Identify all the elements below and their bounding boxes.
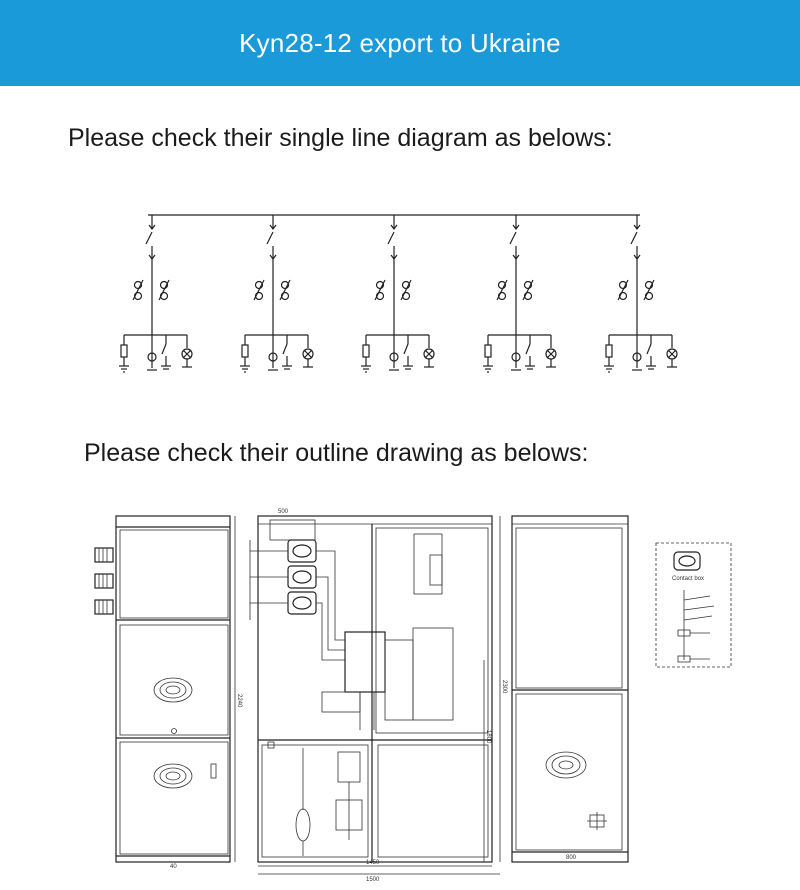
dim-bottom-inner: 1450: [366, 860, 380, 866]
ct-right-5: [643, 279, 655, 301]
front-view: 2240 40: [94, 515, 242, 870]
bushing-1: [94, 547, 114, 563]
feeder-4: [483, 215, 557, 373]
ct-left-4: [496, 279, 508, 301]
vent-grille-lower: [153, 763, 193, 789]
title-banner: Kyn28-12 export to Ukraine: [0, 0, 800, 86]
ct-left-3: [374, 279, 386, 301]
bushing-2: [94, 573, 114, 589]
ct-left-1: [132, 279, 144, 301]
dim-side-height: 2300: [501, 680, 507, 694]
contact-box-detail: Contact box: [655, 542, 732, 668]
bushing-3: [94, 599, 114, 615]
ct-right-2: [279, 279, 291, 301]
current-transformer: [335, 751, 363, 840]
feeder-5: [604, 215, 678, 373]
banner-title: Kyn28-12 export to Ukraine: [239, 28, 561, 58]
feeder-3: [361, 215, 435, 373]
ct-left-5: [617, 279, 629, 301]
rear-view: 800: [511, 515, 629, 863]
dim-bottom-outer: 1500: [366, 877, 380, 883]
vent-grille-upper: [153, 677, 193, 703]
dim-side-inner: 1800: [485, 730, 491, 744]
dim-rear-bottom: 800: [566, 855, 577, 861]
side-view: 500 2300 1800 1450 1500: [249, 509, 507, 883]
ct-right-3: [400, 279, 412, 301]
single-line-diagram-heading: Please check their single line diagram a…: [68, 124, 613, 152]
contact-box-2: [287, 565, 317, 589]
rear-handle: [587, 812, 607, 830]
circuit-breaker-truck: [321, 627, 454, 730]
feeder-2: [240, 215, 314, 373]
ct-right-1: [158, 279, 170, 301]
contact-box-3: [287, 591, 317, 615]
feeder-1: [119, 215, 193, 373]
cable-termination: [295, 748, 311, 856]
dim-front-height: 2240: [236, 694, 242, 708]
dim-front-bottom: 40: [170, 864, 177, 870]
ct-left-2: [253, 279, 265, 301]
outline-drawing-heading: Please check their outline drawing as be…: [84, 439, 589, 467]
detail-label: Contact box: [672, 576, 704, 582]
dim-side-top: 500: [278, 509, 289, 515]
contact-box-1: [287, 539, 317, 563]
ct-right-4: [522, 279, 534, 301]
rear-vent-grille: [545, 751, 587, 779]
